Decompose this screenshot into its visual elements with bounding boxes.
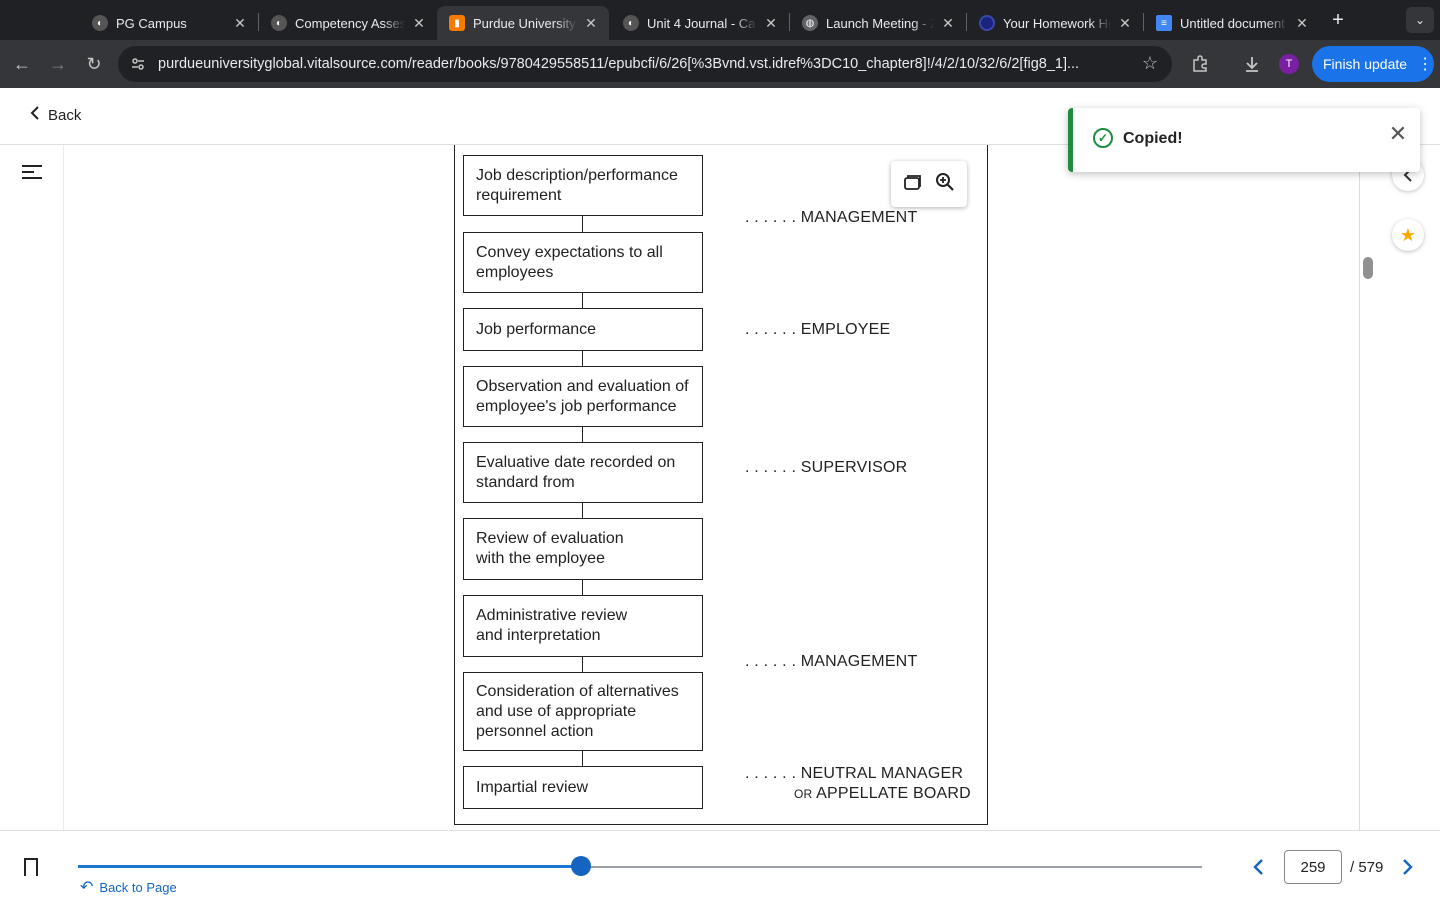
tab-title: Launch Meeting - Z [826,15,934,31]
finish-update-button[interactable]: Finish update ⋮ [1312,46,1434,82]
flowchart-connector [582,503,583,518]
role-label-appellate-board: OR APPELLATE BOARD [794,785,971,803]
flowchart-connector [582,427,583,442]
close-tab-icon[interactable]: ✕ [765,14,777,31]
reader-footer: ↶ Back to Page / 579 [0,830,1440,900]
back-to-page-link[interactable]: ↶ Back to Page [80,877,177,897]
flowchart-box-consideration-alternatives: Consideration of alternatives and use of… [463,672,703,751]
close-tab-icon[interactable]: ✕ [413,14,425,31]
flowchart-connector [582,580,583,595]
total-pages: / 579 [1350,859,1384,876]
close-icon[interactable]: ✕ [1388,121,1408,146]
pg-campus-favicon: ◐ [271,15,287,31]
close-tab-icon[interactable]: ✕ [585,14,597,31]
flowchart-connector [582,657,583,672]
flowchart-box-job-description: Job description/performance requirement [463,155,703,216]
pg-campus-favicon: ◐ [623,15,639,31]
check-circle-icon: ✓ [1093,128,1113,148]
bookmark-icon[interactable] [24,858,38,876]
back-arrow-icon[interactable]: ← [13,53,31,74]
page-progress-slider[interactable] [78,865,1202,868]
close-tab-icon[interactable]: ✕ [942,14,954,31]
progress-slider-handle[interactable] [570,856,591,876]
page-number-input[interactable] [1284,850,1342,884]
flowchart-box-observation: Observation and evaluation of employee's… [463,366,703,427]
tab-title: Competency Asses [295,15,405,31]
reload-icon[interactable]: ↻ [86,53,102,74]
close-tab-icon[interactable]: ✕ [234,14,246,31]
globe-icon: ◍ [802,15,818,31]
flowchart-connector [582,216,583,232]
vitalsource-favicon: ▮ [449,15,465,31]
tab-pg-campus[interactable]: ◐ PG Campus ✕ [80,6,258,40]
flowchart-box-review-with-employee: Review of evaluation with the employee [463,518,703,580]
zoom-in-icon[interactable] [935,172,955,197]
appellate-board-text: APPELLATE BOARD [816,785,971,802]
tab-title: Your Homework He [1003,15,1111,31]
figure-toolbar [891,161,967,207]
new-tab-button[interactable]: + [1332,8,1344,31]
close-tab-icon[interactable]: ✕ [1296,14,1308,31]
flowchart-box-job-performance: Job performance [463,308,703,351]
previous-page-button[interactable] [1246,855,1270,879]
role-label-supervisor: . . . . . . SUPERVISOR [745,459,908,476]
flowchart-box-administrative-review: Administrative review and interpretation [463,595,703,657]
role-label-neutral-manager: . . . . . . NEUTRAL MANAGER [745,765,964,782]
flowchart-connector [582,351,583,366]
tab-title: Untitled document [1180,15,1285,31]
tab-purdue-university-vitalsource[interactable]: ▮ Purdue University G ✕ [437,6,609,40]
tab-unit-4-journal[interactable]: ◐ Unit 4 Journal - Ca ✕ [611,6,789,40]
open-figure-icon[interactable] [903,173,923,196]
left-rail [0,145,64,830]
flowchart-connector [582,293,583,308]
scrollbar-thumb[interactable] [1363,257,1373,279]
undo-arrow-icon: ↶ [80,879,94,896]
browser-toolbar: ← → ↻ purdueuniversityglobal.vitalsource… [0,40,1440,88]
favorite-star-icon[interactable]: ★ [1392,219,1424,251]
tab-competency-assessment[interactable]: ◐ Competency Asses ✕ [259,6,437,40]
toast-message: Copied! [1123,130,1183,147]
url-text[interactable]: purdueuniversityglobal.vitalsource.com/r… [158,56,1080,72]
flowchart-box-convey-expectations: Convey expectations to all employees [463,232,703,293]
close-tab-icon[interactable]: ✕ [1119,14,1131,31]
tab-title: Purdue University G [473,15,577,31]
downloads-icon[interactable] [1240,52,1264,76]
back-button[interactable]: Back [30,106,81,125]
tab-launch-meeting[interactable]: ◍ Launch Meeting - Z ✕ [790,6,966,40]
browser-tab-strip: ◐ PG Campus ✕ ◐ Competency Asses ✕ ▮ Pur… [0,0,1440,40]
tab-search-button[interactable]: ⌄ [1406,7,1434,33]
back-label: Back [48,107,82,124]
google-docs-icon: ≡ [1156,15,1172,31]
tab-title: PG Campus [116,15,187,31]
site-info-icon[interactable] [126,52,150,76]
chevron-left-icon [30,106,40,125]
more-menu-icon: ⋮ [1417,56,1434,73]
role-label-management: . . . . . . MANAGEMENT [745,653,918,670]
flowchart-connector [582,751,583,766]
table-of-contents-menu-icon[interactable] [22,165,42,181]
flowchart-box-impartial-review: Impartial review [463,766,703,809]
profile-avatar[interactable]: T [1279,54,1299,74]
reader-content: Job description/performance requirement … [65,145,1360,830]
right-rail [1376,145,1440,830]
tab-your-homework-help[interactable]: Your Homework He ✕ [967,6,1143,40]
figure-flowchart: Job description/performance requirement … [454,145,988,825]
finish-update-label: Finish update [1323,56,1408,72]
homework-favicon [979,15,995,31]
tab-title: Unit 4 Journal - Ca [647,15,756,31]
copied-toast: ✓ Copied! ✕ [1068,108,1420,172]
address-bar[interactable]: purdueuniversityglobal.vitalsource.com/r… [118,46,1172,82]
role-label-management: . . . . . . MANAGEMENT [745,209,918,226]
progress-fill [78,865,581,868]
pg-campus-favicon: ◐ [92,15,108,31]
tab-untitled-document[interactable]: ≡ Untitled document ✕ [1144,6,1320,40]
role-label-employee: . . . . . . EMPLOYEE [745,321,891,338]
flowchart-box-evaluative-record: Evaluative date recorded on standard fro… [463,442,703,503]
back-to-page-label: Back to Page [99,879,177,895]
next-page-button[interactable] [1396,855,1420,879]
or-text: OR [794,787,813,801]
bookmark-star-icon[interactable]: ☆ [1141,53,1158,73]
forward-arrow-icon[interactable]: → [49,53,67,74]
extensions-icon[interactable] [1188,52,1212,76]
